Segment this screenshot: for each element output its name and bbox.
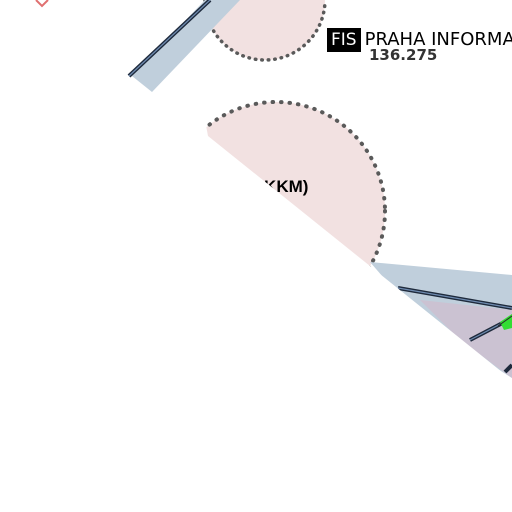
ctr-zone-lkkm <box>165 100 387 322</box>
airport-label: (LKKM) <box>248 177 309 196</box>
airway-corridor-east <box>370 262 512 378</box>
fis-label: FIS PRAHA INFORMA <box>327 28 512 52</box>
airway-corridor-northwest <box>127 0 240 92</box>
corner-marker <box>35 0 49 8</box>
fis-frequency: 136.275 <box>369 46 438 64</box>
fis-tag: FIS <box>327 28 361 52</box>
fis-name: PRAHA INFORMA <box>364 29 512 50</box>
